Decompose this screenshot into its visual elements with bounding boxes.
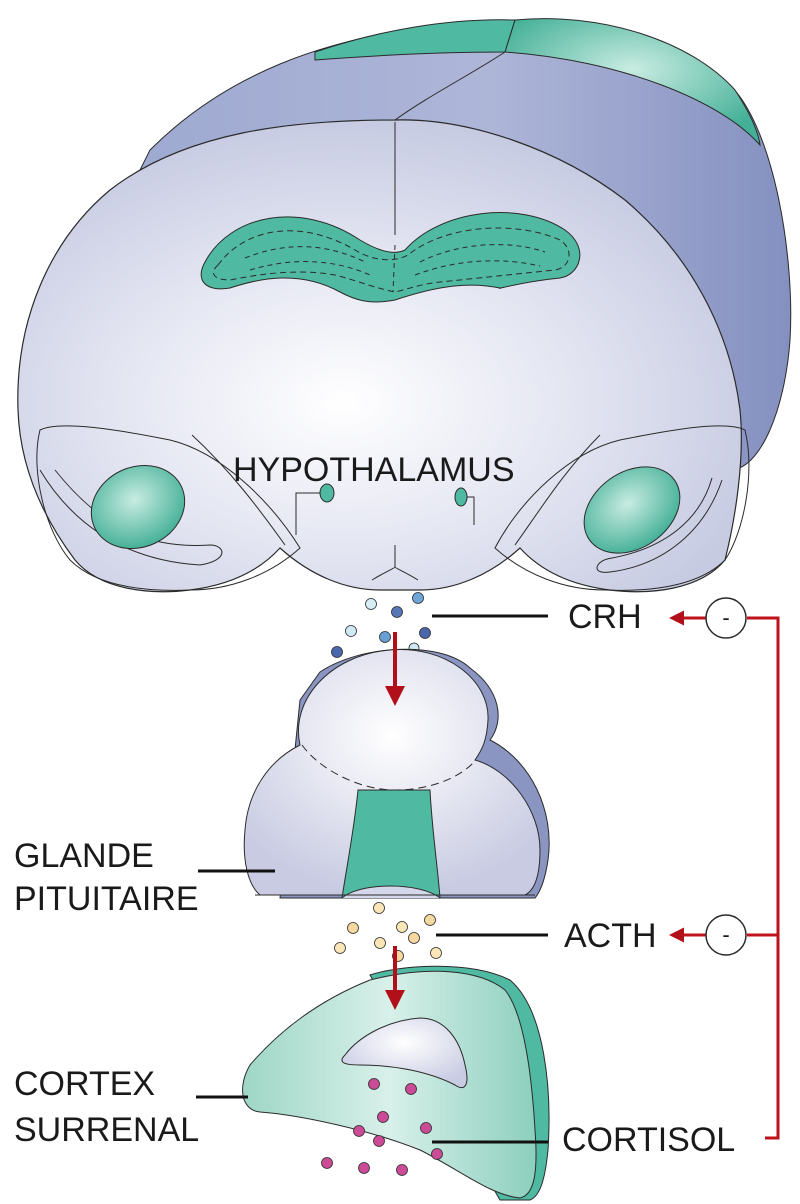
crh-dot xyxy=(391,606,403,618)
brain-central-dashed-inner xyxy=(244,244,546,293)
hypothalamus-label: HYPOTHALAMUS xyxy=(233,451,515,489)
acth-dot xyxy=(374,937,386,949)
brain-top-ridge xyxy=(394,51,506,121)
pituitary-label-line2: PITUITAIRE xyxy=(14,880,199,918)
brain-left-temporal xyxy=(36,425,301,591)
acth-dot xyxy=(430,947,442,959)
acth-dot xyxy=(373,902,385,914)
cortisol-dot xyxy=(420,1122,432,1134)
crh-inhibit-circle xyxy=(705,597,747,639)
adrenal-medulla xyxy=(341,1017,468,1089)
crh-dot xyxy=(419,627,431,639)
brain-top-teal-right xyxy=(504,18,761,147)
brain-section xyxy=(17,18,792,593)
brain-right-temporal xyxy=(494,425,750,591)
pituitary-posterior-lobe xyxy=(243,649,541,896)
pituitary-label-line1: GLANDE xyxy=(14,837,154,875)
brain-central-dashed-outline xyxy=(213,227,570,293)
cortisol-dot xyxy=(358,1162,370,1174)
crh-dot xyxy=(412,592,424,604)
left-teal-nucleus xyxy=(90,464,186,550)
pituitary-gland xyxy=(243,648,550,899)
crh-label: CRH xyxy=(568,598,642,636)
cortisol-dot xyxy=(368,1078,380,1090)
crh-dot xyxy=(331,646,343,658)
pituitary-teal-stalk xyxy=(341,789,441,899)
adrenal-label-line1: CORTEX xyxy=(14,1065,156,1103)
crh-dot xyxy=(365,598,377,610)
cortisol-dot xyxy=(396,1164,408,1176)
hypothalamus-nucleus-right xyxy=(454,487,468,507)
acth-dot xyxy=(334,942,346,954)
cortisol-dot xyxy=(405,1083,417,1095)
acth-dot xyxy=(408,932,420,944)
cortisol-molecules xyxy=(321,1078,443,1176)
negative-feedback-loop: - - xyxy=(669,597,780,1140)
cortisol-dot xyxy=(321,1157,333,1169)
acth-label: ACTH xyxy=(564,917,657,955)
hypothalamus-leader-left xyxy=(295,492,320,535)
acth-dot xyxy=(347,922,359,934)
cortisol-dot xyxy=(377,1111,389,1123)
acth-inhibit-circle xyxy=(705,914,747,956)
acth-molecules xyxy=(334,902,442,962)
brain-right-sulcus xyxy=(596,477,723,573)
acth-dot xyxy=(424,914,436,926)
hypothalamus-leader-right xyxy=(467,496,475,525)
acth-dot xyxy=(396,921,408,933)
adrenal-label-line2: SURRENAL xyxy=(14,1111,200,1149)
brain-central-teal-shape xyxy=(200,212,581,303)
crh-molecules xyxy=(331,592,431,658)
cortisol-dot xyxy=(373,1135,385,1147)
crh-inhibit-symbol: - xyxy=(722,605,729,630)
cortisol-label: CORTISOL xyxy=(562,1121,736,1159)
feedback-main-line xyxy=(765,616,780,1140)
pituitary-stalk-notch xyxy=(371,545,419,581)
brain-inner-curve-left xyxy=(191,434,286,546)
crh-dot xyxy=(345,625,357,637)
cortisol-dot xyxy=(431,1148,443,1160)
cortisol-dot xyxy=(353,1125,365,1137)
right-teal-nucleus xyxy=(583,466,681,554)
brain-inner-curve-right xyxy=(514,434,601,546)
acth-inhibit-symbol: - xyxy=(722,922,729,947)
crh-dot xyxy=(379,631,391,643)
adrenal-body xyxy=(242,970,537,1199)
